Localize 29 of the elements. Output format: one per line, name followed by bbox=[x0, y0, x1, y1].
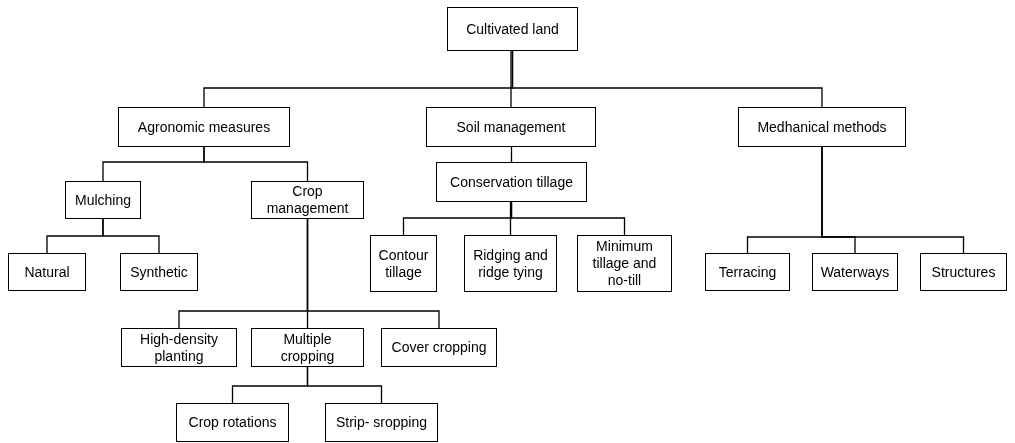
connector-line bbox=[203, 146, 309, 182]
process-box: Terracing bbox=[705, 253, 790, 291]
connector-line bbox=[511, 50, 823, 108]
process-box: Crop management bbox=[251, 181, 364, 219]
process-box: Multiple cropping bbox=[251, 328, 364, 367]
process-box: Structures bbox=[920, 253, 1007, 291]
process-box: Agronomic measures bbox=[118, 107, 290, 147]
process-box: Ridging and ridge tying bbox=[464, 235, 557, 292]
process-box: Minimum tillage and no-till bbox=[577, 235, 672, 292]
connector-line bbox=[821, 146, 965, 254]
process-box: Mulching bbox=[65, 181, 141, 219]
process-box: Strip- sropping bbox=[325, 403, 438, 442]
process-box: Cultivated land bbox=[447, 7, 578, 51]
connector-line bbox=[306, 366, 383, 404]
process-box: Waterways bbox=[812, 253, 898, 291]
process-box: High-density planting bbox=[121, 328, 237, 367]
process-box: Conservation tillage bbox=[436, 162, 587, 202]
process-box: Crop rotations bbox=[176, 403, 289, 442]
process-box: Natural bbox=[8, 253, 86, 291]
process-box: Contour tillage bbox=[370, 235, 437, 292]
connector-line bbox=[509, 201, 512, 236]
connector-line bbox=[510, 201, 626, 236]
process-box: Synthetic bbox=[120, 253, 198, 291]
process-box: Cover cropping bbox=[381, 328, 497, 367]
connector-line bbox=[510, 50, 512, 108]
process-box: Medhanical methods bbox=[738, 107, 906, 147]
connector-line bbox=[306, 218, 440, 329]
process-box: Soil management bbox=[426, 107, 596, 147]
connector-line bbox=[102, 218, 160, 254]
